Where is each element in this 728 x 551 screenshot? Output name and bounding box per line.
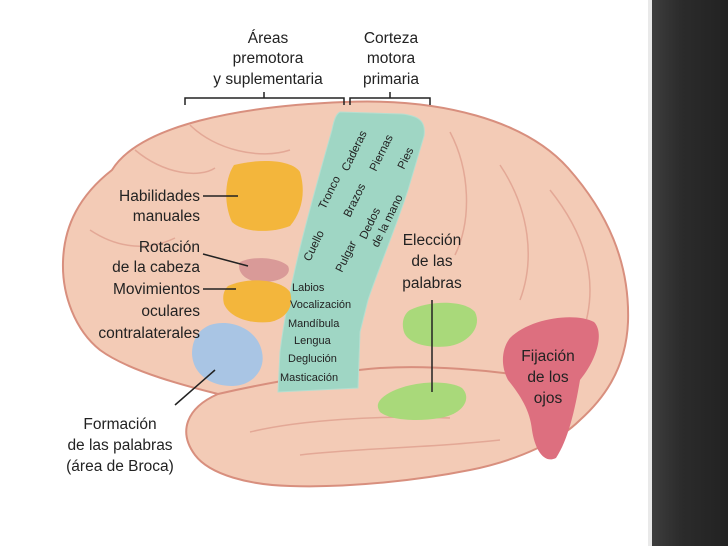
label-fijacion-line3: ojos: [534, 390, 563, 407]
label-habilidades: Habilidades manuales: [119, 188, 200, 225]
motor-strip: [277, 111, 425, 393]
eye-fixation-region: [502, 317, 599, 460]
slide-dark-sidebar: [652, 0, 728, 546]
header-motor-line2: motora: [367, 50, 416, 67]
word-choice-region-upper: [402, 302, 478, 347]
brain-diagram: Áreas premotora y suplementaria Corteza …: [61, 30, 630, 488]
slide-edge: [648, 0, 652, 546]
strip-labels-horizontal: Labios Vocalización Mandíbula Lengua Deg…: [280, 282, 351, 384]
gyrus-line: [89, 229, 176, 247]
gyrus-line: [299, 439, 501, 456]
header-premotor-line2: premotora: [233, 50, 304, 67]
leader-line-formacion: [174, 369, 216, 406]
label-eleccion-line2: de las: [411, 253, 453, 270]
label-rotacion-line2: de la cabeza: [112, 259, 200, 276]
gyrus-line: [134, 149, 216, 174]
label-rotacion-line1: Rotación: [139, 239, 200, 256]
head-rotation-region: [239, 258, 289, 282]
hand-skills-region: [226, 160, 303, 231]
label-formacion-line3: (área de Broca): [66, 458, 174, 475]
gyrus-line: [189, 124, 291, 155]
label-fijacion-line2: de los: [527, 369, 569, 386]
strip-label-labios: Labios: [292, 282, 325, 294]
header-premotor-line3: y suplementaria: [213, 71, 323, 88]
label-habilidades-line2: manuales: [133, 208, 200, 225]
label-movimientos: Movimientos oculares contralaterales: [98, 281, 200, 342]
gyrus-line: [449, 131, 468, 256]
label-habilidades-line1: Habilidades: [119, 188, 200, 205]
label-eleccion: Elección de las palabras: [402, 232, 462, 292]
word-choice-region-lower: [377, 382, 467, 420]
label-fijacion: Fijación de los ojos: [521, 348, 574, 407]
label-formacion-line1: Formación: [83, 416, 156, 433]
label-movimientos-line1: Movimientos: [113, 281, 200, 298]
label-fijacion-line1: Fijación: [521, 348, 574, 365]
label-movimientos-line2: oculares: [141, 303, 200, 320]
label-formacion: Formación de las palabras (área de Broca…: [66, 416, 174, 475]
strip-label-lengua: Lengua: [294, 335, 332, 347]
label-rotacion: Rotación de la cabeza: [112, 239, 200, 276]
strip-label-mandibula: Mandíbula: [288, 318, 340, 330]
strip-label-vocalizacion: Vocalización: [290, 299, 351, 311]
strip-label-masticacion: Masticación: [280, 372, 338, 384]
premotor-bracket: [184, 92, 345, 105]
gyrus-line: [499, 164, 529, 301]
label-eleccion-line3: palabras: [402, 275, 462, 292]
label-movimientos-line3: contralaterales: [98, 325, 200, 342]
header-premotor-line1: Áreas: [248, 30, 289, 47]
broca-area-region: [192, 323, 263, 386]
sylvian-fissure: [217, 366, 541, 395]
header-premotor: Áreas premotora y suplementaria: [213, 30, 323, 88]
strip-label-deglucion: Deglución: [288, 353, 337, 365]
header-motor-line3: primaria: [363, 71, 419, 88]
label-formacion-line2: de las palabras: [67, 437, 172, 454]
label-eleccion-line1: Elección: [403, 232, 462, 249]
leader-line-rotacion: [202, 253, 249, 267]
header-motor: Corteza motora primaria: [363, 30, 419, 88]
motor-bracket: [349, 92, 431, 105]
header-motor-line1: Corteza: [364, 30, 419, 47]
eye-movement-region: [223, 280, 292, 323]
